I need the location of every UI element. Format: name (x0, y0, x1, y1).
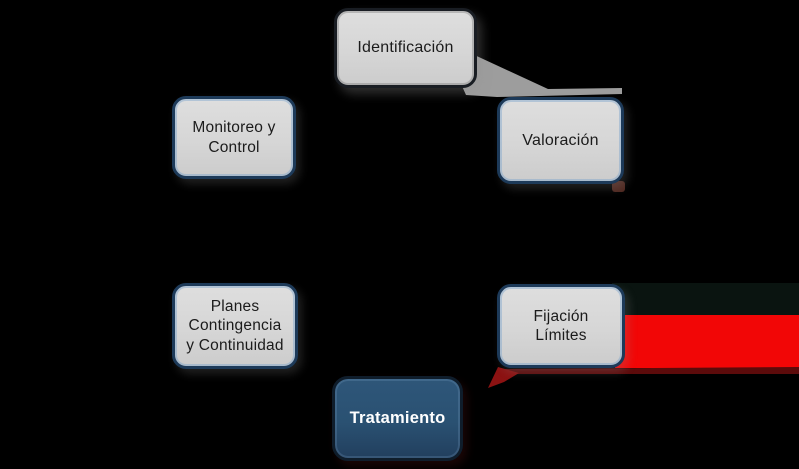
node-planes-contingencia: Planes Contingencia y Continuidad (172, 283, 298, 369)
red-arrow-body (615, 315, 799, 368)
node-valoracion: Valoración (497, 97, 624, 184)
red-arrow-underline (505, 367, 799, 374)
node-tratamiento-label: Tratamiento (349, 409, 446, 428)
red-arrow-shadow-band (612, 283, 799, 315)
node-monitoreo-control: Monitoreo y Control (172, 96, 296, 179)
valoracion-corner-artifact (612, 181, 625, 192)
node-fijacion-limites: Fijación Límites (497, 284, 625, 368)
node-identificacion: Identificación (334, 8, 477, 88)
node-identificacion-label: Identificación (357, 39, 454, 56)
node-fijacion-limites-label: Fijación Límites (533, 307, 589, 344)
node-planes-contingencia-label: Planes Contingencia y Continuidad (186, 297, 284, 354)
node-monitoreo-control-label: Monitoreo y Control (192, 119, 276, 156)
node-tratamiento: Tratamiento (332, 376, 463, 461)
node-valoracion-label: Valoración (522, 131, 599, 149)
gray-cycle-arrow (453, 44, 622, 97)
red-arrow-head (488, 367, 519, 388)
